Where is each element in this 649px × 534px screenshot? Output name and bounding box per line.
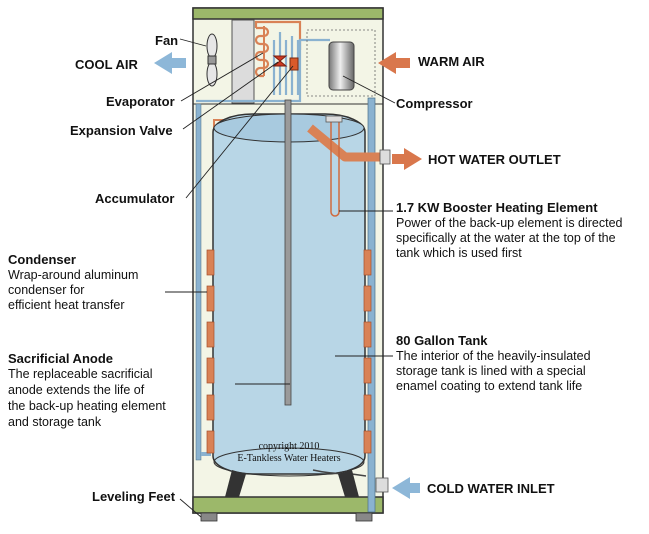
label-accumulator: Accumulator [95,191,174,206]
warm-air-arrow-icon [378,52,410,74]
label-evaporator: Evaporator [106,94,175,109]
compressor [328,41,355,91]
copyright-line-1: copyright 2010 [259,441,320,452]
anode-line-1: The replaceable sacrificial [8,367,153,381]
copyright-line-2: E-Tankless Water Heaters [237,453,340,464]
label-warm-air: WARM AIR [418,54,485,69]
tank-line-2: storage tank is lined with a special [396,364,586,378]
condenser-line-1: Wrap-around aluminum [8,268,138,282]
label-expansion-valve: Expansion Valve [70,123,173,138]
label-fan: Fan [155,33,178,48]
left-pipe [195,103,202,461]
hot-water-arrow-icon [392,148,422,170]
anode-line-2: anode extends the life of [8,383,145,397]
tank-leg-right [338,470,359,497]
tank-line-3: enamel coating to extend tank life [396,379,582,393]
bottom-base [192,496,384,514]
accumulator [289,57,299,71]
fan-icon [206,33,218,87]
booster-line-2: specifically at the water at the top of … [396,231,616,245]
compressor-bay [306,29,376,97]
tank-line-1: The interior of the heavily-insulated [396,349,591,363]
expansion-valve [272,55,288,67]
booster-title: 1.7 KW Booster Heating Element [396,200,598,215]
cold-water-arrow-icon [392,477,420,499]
cool-air-arrow-icon [154,52,186,74]
condenser-title: Condenser [8,252,76,267]
sacrificial-anode [284,99,292,406]
label-cool-air: COOL AIR [75,57,138,72]
leveling-feet [200,512,373,522]
condenser-line-2: condenser for [8,283,84,297]
leader-lines [165,38,396,518]
labels: Fan COOL AIR WARM AIR Evaporator Compres… [8,33,623,504]
booster-line-3: tank which is used first [396,246,522,260]
anode-title: Sacrificial Anode [8,351,113,366]
anode-line-3: the back-up heating element [8,399,166,413]
label-hot-water-outlet: HOT WATER OUTLET [428,152,561,167]
tank-leg-left [225,470,246,497]
label-cold-water-inlet: COLD WATER INLET [427,481,555,496]
label-leveling-feet: Leveling Feet [92,489,176,504]
booster-heating-element [330,118,340,217]
booster-line-1: Power of the back-up element is directed [396,216,623,230]
fan-housing [231,19,255,104]
tank-title: 80 Gallon Tank [396,333,488,348]
hot-water-pipe [307,124,388,162]
condenser-line-3: efficient heat transfer [8,298,125,312]
top-cap [192,7,384,20]
anode-line-4: and storage tank [8,415,102,429]
label-compressor: Compressor [396,96,473,111]
condenser-bands [206,249,372,454]
